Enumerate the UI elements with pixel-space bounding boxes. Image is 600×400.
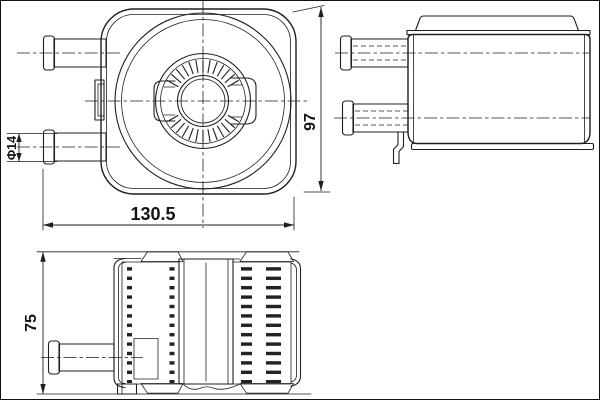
bolt-column-right-b xyxy=(266,263,281,383)
bottom-profile-wave xyxy=(182,383,241,390)
dimension-width: 130.5 xyxy=(42,168,295,231)
right-lug xyxy=(230,77,257,125)
right-end-cap-inner xyxy=(290,262,297,383)
upper-port-bore-lines xyxy=(353,45,408,61)
height-arrow-top xyxy=(318,7,324,17)
phi14-extension-lines xyxy=(6,133,58,162)
right-lug-detail xyxy=(230,84,243,118)
core-height-arrow-top xyxy=(40,251,46,262)
core-height-arrow-bottom xyxy=(40,384,46,394)
phi14-arrow-bottom xyxy=(16,153,22,162)
width-arrow-left xyxy=(43,222,53,228)
spline-teeth xyxy=(166,59,240,143)
side-cap xyxy=(414,15,580,32)
side-body-inner-lines xyxy=(413,34,585,143)
right-end-cap xyxy=(290,258,302,387)
bottom-view xyxy=(41,251,302,395)
side-bottom-flange xyxy=(410,142,595,151)
dim-label-front-height: 97 xyxy=(302,113,319,131)
left-lug-detail xyxy=(163,86,176,116)
width-extension-lines xyxy=(42,168,295,231)
bottom-dome-right xyxy=(239,383,294,394)
left-end-cap xyxy=(113,257,126,389)
core-height-extension-lines xyxy=(36,251,312,395)
dimension-port-diameter: Φ14 xyxy=(5,133,58,162)
side-view xyxy=(334,15,595,165)
height-arrow-bottom xyxy=(318,181,324,191)
lower-port-bore-lines xyxy=(355,110,408,126)
top-dome-right xyxy=(239,251,294,262)
center-band-edges xyxy=(183,258,229,385)
tie-rod-left-b xyxy=(169,263,175,383)
top-profile-lines xyxy=(113,258,241,260)
phi14-arrow-top xyxy=(16,133,22,142)
dimension-core-height: 75 xyxy=(23,251,312,395)
front-body-outline xyxy=(100,8,297,195)
side-body-outline xyxy=(407,33,591,145)
width-arrow-right xyxy=(284,222,294,228)
bottom-dome-left xyxy=(140,383,184,394)
tie-rod-left-a xyxy=(127,263,132,383)
left-end-cap-inner xyxy=(118,262,126,384)
height-extension-lines xyxy=(292,5,331,193)
side-boss-inner xyxy=(97,83,105,117)
dim-label-core-height: 75 xyxy=(23,314,40,332)
bolt-column-right-a xyxy=(241,263,252,383)
side-boss xyxy=(94,79,105,121)
front-body-inner-outline xyxy=(106,14,291,189)
front-view xyxy=(17,1,309,228)
mounting-bracket xyxy=(392,131,405,165)
mounting-foot xyxy=(116,383,138,395)
dim-label-front-width: 130.5 xyxy=(130,204,175,224)
dimension-height: 97 xyxy=(292,5,331,193)
top-dome-left xyxy=(140,251,184,262)
dim-label-port-diameter: Φ14 xyxy=(5,136,19,160)
port-connector-block xyxy=(133,338,159,380)
